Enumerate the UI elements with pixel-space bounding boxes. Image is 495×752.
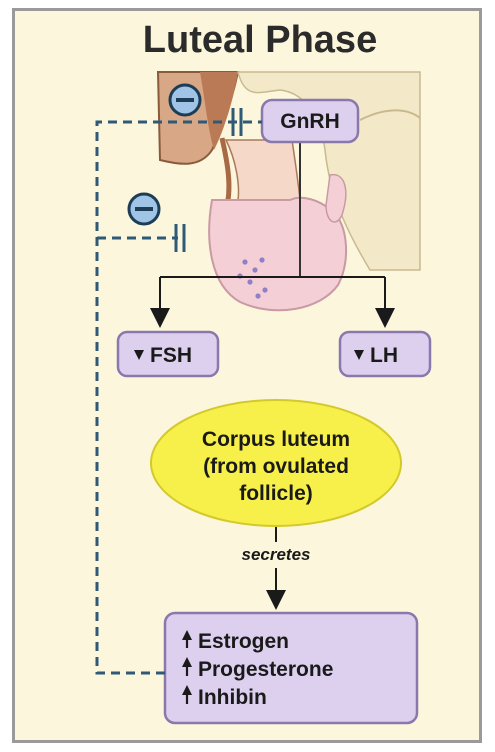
ovarian-hormones-box: Estrogen Progesterone Inhibin [165, 613, 417, 723]
corpus-luteum-line1: Corpus luteum [202, 428, 350, 451]
gnrh-box: GnRH [262, 100, 358, 142]
fsh-label: FSH [150, 344, 192, 367]
corpus-luteum: Corpus luteum (from ovulated follicle) [151, 400, 401, 526]
corpus-luteum-line3: follicle) [239, 482, 313, 505]
corpus-luteum-line2: (from ovulated [203, 455, 349, 478]
gnrh-label: GnRH [280, 110, 340, 133]
progesterone-row: Progesterone [182, 657, 333, 681]
inhibition-minus-icon-top [170, 85, 200, 115]
fsh-box: FSH [118, 332, 218, 376]
lh-label: LH [370, 344, 398, 367]
secretes-label: secretes [241, 545, 310, 564]
progesterone-label: Progesterone [198, 658, 333, 681]
diagram-title: Luteal Phase [143, 19, 377, 61]
secretes-arrow: secretes [241, 527, 310, 600]
estrogen-label: Estrogen [198, 630, 289, 653]
estrogen-row: Estrogen [182, 630, 289, 653]
inhibition-minus-icon-bottom [129, 194, 159, 224]
inhibin-label: Inhibin [198, 686, 267, 709]
lh-box: LH [340, 332, 430, 376]
